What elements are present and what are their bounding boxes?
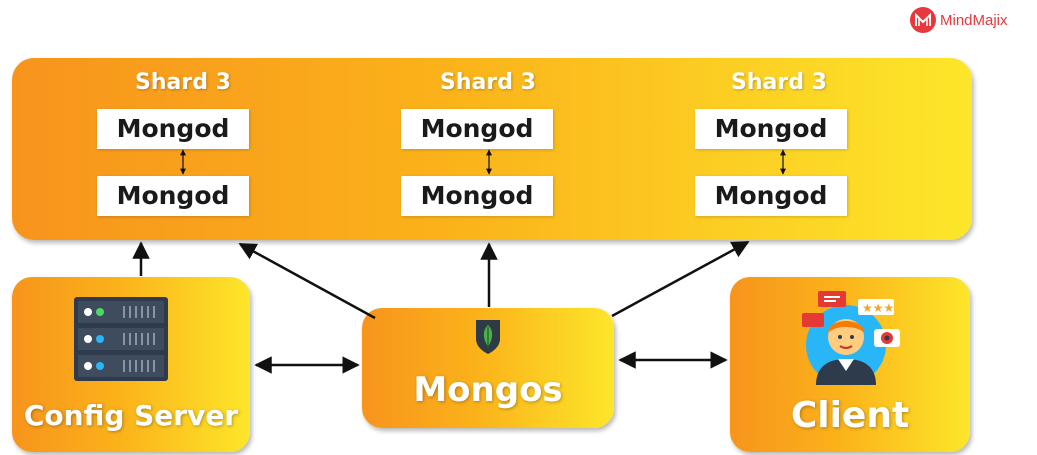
config-server-box: Config Server	[12, 277, 250, 452]
mindmajix-logo-icon	[910, 7, 936, 33]
server-rack-icon	[74, 297, 168, 381]
mongod-node: Mongod	[401, 176, 553, 216]
mongod-node: Mongod	[695, 176, 847, 216]
mongos-box: Mongos	[362, 308, 614, 428]
client-label: Client	[790, 395, 910, 436]
mongodb-leaf-icon	[476, 320, 500, 354]
shard-cluster-panel: Shard 3 Shard 3 Shard 3 Mongod Mongod Mo…	[12, 58, 972, 240]
client-avatar-icon: ★★★	[802, 291, 900, 385]
shard-title: Shard 3	[440, 70, 536, 95]
brand-name: MindMajix	[940, 11, 1008, 29]
mongos-to-shard-arrow	[611, 240, 750, 318]
shard-title: Shard 3	[135, 70, 231, 95]
config-server-label: Config Server	[23, 399, 239, 432]
mongod-node: Mongod	[695, 109, 847, 149]
mongos-to-shard-arrow	[238, 242, 376, 320]
brand-logo: MindMajix	[910, 6, 1008, 34]
mongod-node: Mongod	[97, 176, 249, 216]
mongos-label: Mongos	[413, 370, 563, 410]
mongod-node: Mongod	[97, 109, 249, 149]
shard-title: Shard 3	[731, 70, 827, 95]
client-box: ★★★ Client	[730, 277, 970, 452]
svg-text:★★★: ★★★	[862, 301, 894, 315]
mongod-node: Mongod	[401, 109, 553, 149]
